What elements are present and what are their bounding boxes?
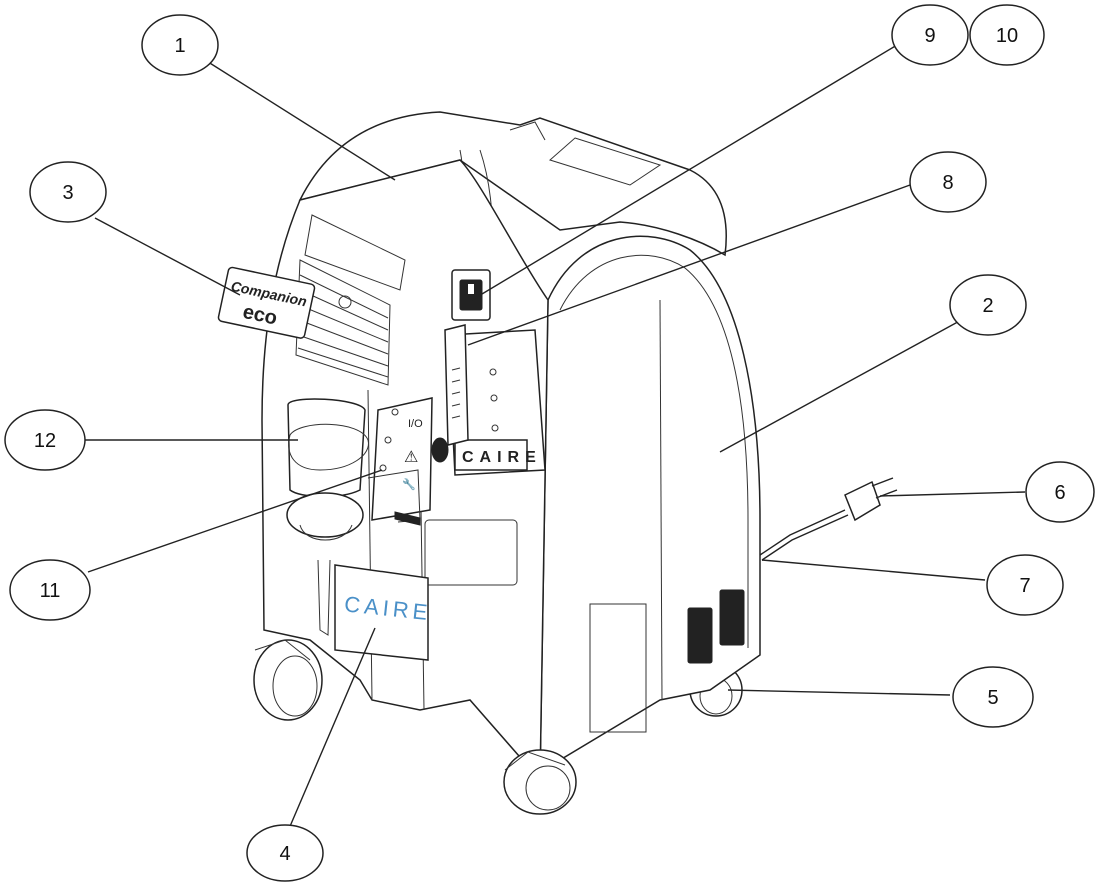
leader-line-11 — [87, 469, 383, 573]
leader-line-9 — [471, 44, 898, 301]
callout-4: 4 — [246, 824, 324, 882]
callout-10-label: 10 — [996, 25, 1018, 47]
callout-4-label: 4 — [279, 843, 290, 865]
power-icon-label: I/O — [408, 418, 423, 430]
side-access-panel — [589, 603, 647, 733]
front-brand-label: CAIRE — [334, 564, 433, 661]
front-lower-panel — [424, 519, 518, 586]
callout-12: 12 — [4, 409, 86, 471]
callout-11-label: 11 — [40, 580, 61, 602]
callout-11: 11 — [9, 559, 91, 621]
leader-line-5 — [727, 689, 951, 696]
oxygen-concentrator: CAIRE I/O ⚠ 🔧 — [217, 111, 898, 815]
leader-line-1 — [204, 59, 396, 181]
product-logo: Companion eco — [217, 266, 316, 339]
callout-7-label: 7 — [1019, 575, 1030, 597]
leader-line-7 — [761, 559, 986, 581]
callout-10: 10 — [969, 4, 1045, 66]
panel-brand-text: CAIRE — [462, 449, 542, 466]
wrench-icon: 🔧 — [402, 477, 416, 491]
callout-9: 9 — [891, 4, 969, 66]
callout-12-label: 12 — [34, 430, 56, 452]
leader-line-4 — [281, 627, 376, 846]
side-panel-inner — [559, 254, 749, 648]
warning-icon: ⚠ — [404, 449, 418, 466]
front-left-caster — [253, 639, 323, 721]
callout-2: 2 — [949, 274, 1027, 336]
callout-8: 8 — [909, 151, 987, 213]
power-plug — [844, 477, 898, 522]
top-cover — [298, 111, 727, 257]
humidifier-bracket — [286, 398, 369, 636]
callout-3: 3 — [29, 161, 107, 223]
callout-3-label: 3 — [62, 182, 73, 204]
callout-5: 5 — [952, 666, 1034, 728]
callout-9-label: 9 — [924, 25, 935, 47]
callout-1: 1 — [141, 14, 219, 76]
side-vent-grille — [687, 589, 745, 664]
flowmeter — [431, 324, 469, 463]
leader-line-6 — [879, 491, 1026, 497]
callout-7: 7 — [986, 554, 1064, 616]
callout-6: 6 — [1025, 461, 1095, 523]
callout-5-label: 5 — [987, 687, 998, 709]
leader-lines — [83, 44, 1026, 846]
power-cord — [759, 509, 849, 561]
callout-6-label: 6 — [1054, 482, 1065, 504]
leader-line-8 — [467, 184, 911, 346]
top-handle-recess — [549, 137, 662, 186]
front-right-caster — [503, 749, 577, 815]
callout-8-label: 8 — [942, 172, 953, 194]
leader-line-3 — [94, 217, 241, 296]
front-vent-louvers — [295, 259, 391, 386]
status-indicator-card: I/O ⚠ 🔧 — [367, 397, 433, 526]
callout-1-label: 1 — [174, 35, 185, 57]
power-switch — [451, 269, 491, 321]
callout-2-label: 2 — [982, 295, 993, 317]
leader-line-2 — [719, 317, 966, 453]
